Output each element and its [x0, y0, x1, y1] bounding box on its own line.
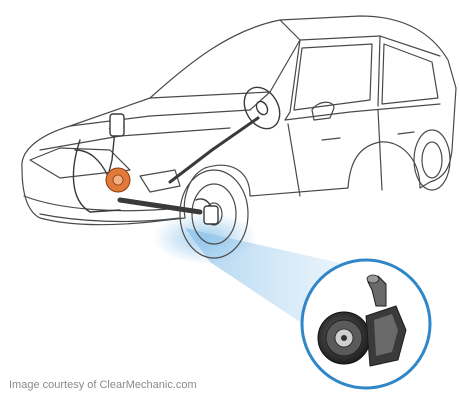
pump-callout — [300, 258, 432, 390]
pump-pulley — [317, 311, 371, 365]
image-credit-caption: Image courtesy of ClearMechanic.com — [9, 379, 197, 391]
power-steering-pump-highlight — [105, 167, 131, 193]
car-body — [21, 15, 457, 226]
pump-inlet — [367, 275, 387, 307]
steering-system — [72, 86, 281, 225]
rear-wheel — [413, 129, 451, 191]
steering-wheel — [243, 86, 281, 130]
steering-rack — [117, 197, 203, 215]
steering-column — [168, 116, 260, 184]
fluid-reservoir — [109, 113, 125, 137]
